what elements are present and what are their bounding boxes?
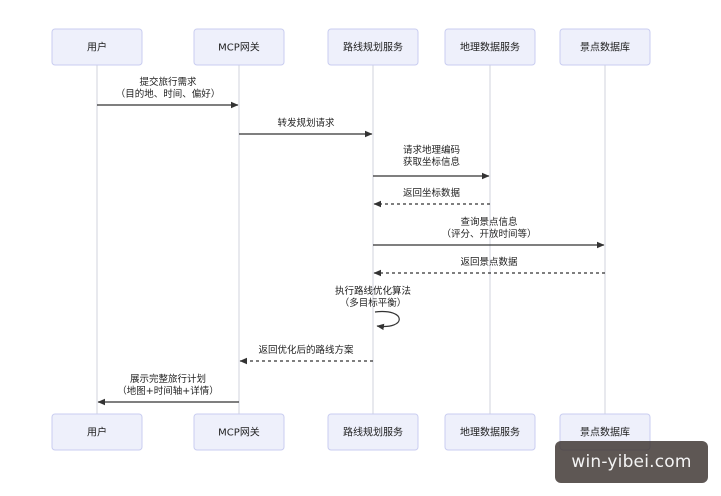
- message-label-5-0: 返回景点数据: [460, 256, 518, 268]
- message-label-1-0: 转发规划请求: [277, 117, 335, 129]
- message-label-2-0: 请求地理编码: [403, 144, 460, 156]
- participant-box-poi-top: [559, 28, 651, 66]
- message-label-0-0: 提交旅行需求: [139, 76, 197, 88]
- message-label-4-1: （评分、开放时间等）: [441, 228, 536, 240]
- participant-box-geo-top: [444, 28, 536, 66]
- message-label-8-0: 展示完整旅行计划: [130, 373, 206, 385]
- message-label-4-0: 查询景点信息: [460, 216, 517, 228]
- participant-box-geo-bottom: [444, 413, 536, 451]
- participant-label-gateway-top: MCP网关: [218, 41, 260, 54]
- participant-box-gateway-bottom: [193, 413, 285, 451]
- message-label-2-1: 获取坐标信息: [403, 156, 460, 168]
- participant-box-gateway-top: [193, 28, 285, 66]
- participant-label-planner-top: 路线规划服务: [343, 41, 403, 54]
- participant-label-poi-bottom: 景点数据库: [580, 426, 630, 439]
- message-label-6-0: 执行路线优化算法: [335, 285, 411, 297]
- message-label-7-0: 返回优化后的路线方案: [258, 344, 354, 356]
- message-label-0-1: （目的地、时间、偏好）: [116, 88, 221, 100]
- participant-box-user-bottom: [51, 413, 143, 451]
- participant-label-user-top: 用户: [87, 41, 107, 54]
- participant-label-gateway-bottom: MCP网关: [218, 426, 260, 439]
- message-label-8-1: （地图+时间轴+详情）: [117, 385, 218, 397]
- participant-label-planner-bottom: 路线规划服务: [343, 426, 403, 439]
- participant-label-geo-top: 地理数据服务: [460, 41, 520, 54]
- message-arrow-self-6: [374, 310, 400, 331]
- participant-box-planner-bottom: [327, 413, 419, 451]
- watermark-badge: win-yibei.com: [555, 441, 708, 483]
- participant-label-user-bottom: 用户: [87, 426, 107, 439]
- participant-box-user-top: [51, 28, 143, 66]
- message-label-3-0: 返回坐标数据: [403, 187, 461, 199]
- participant-label-poi-top: 景点数据库: [580, 41, 630, 54]
- participant-box-planner-top: [327, 28, 419, 66]
- participant-label-geo-bottom: 地理数据服务: [460, 426, 520, 439]
- message-label-6-1: （多目标平衡）: [340, 297, 407, 309]
